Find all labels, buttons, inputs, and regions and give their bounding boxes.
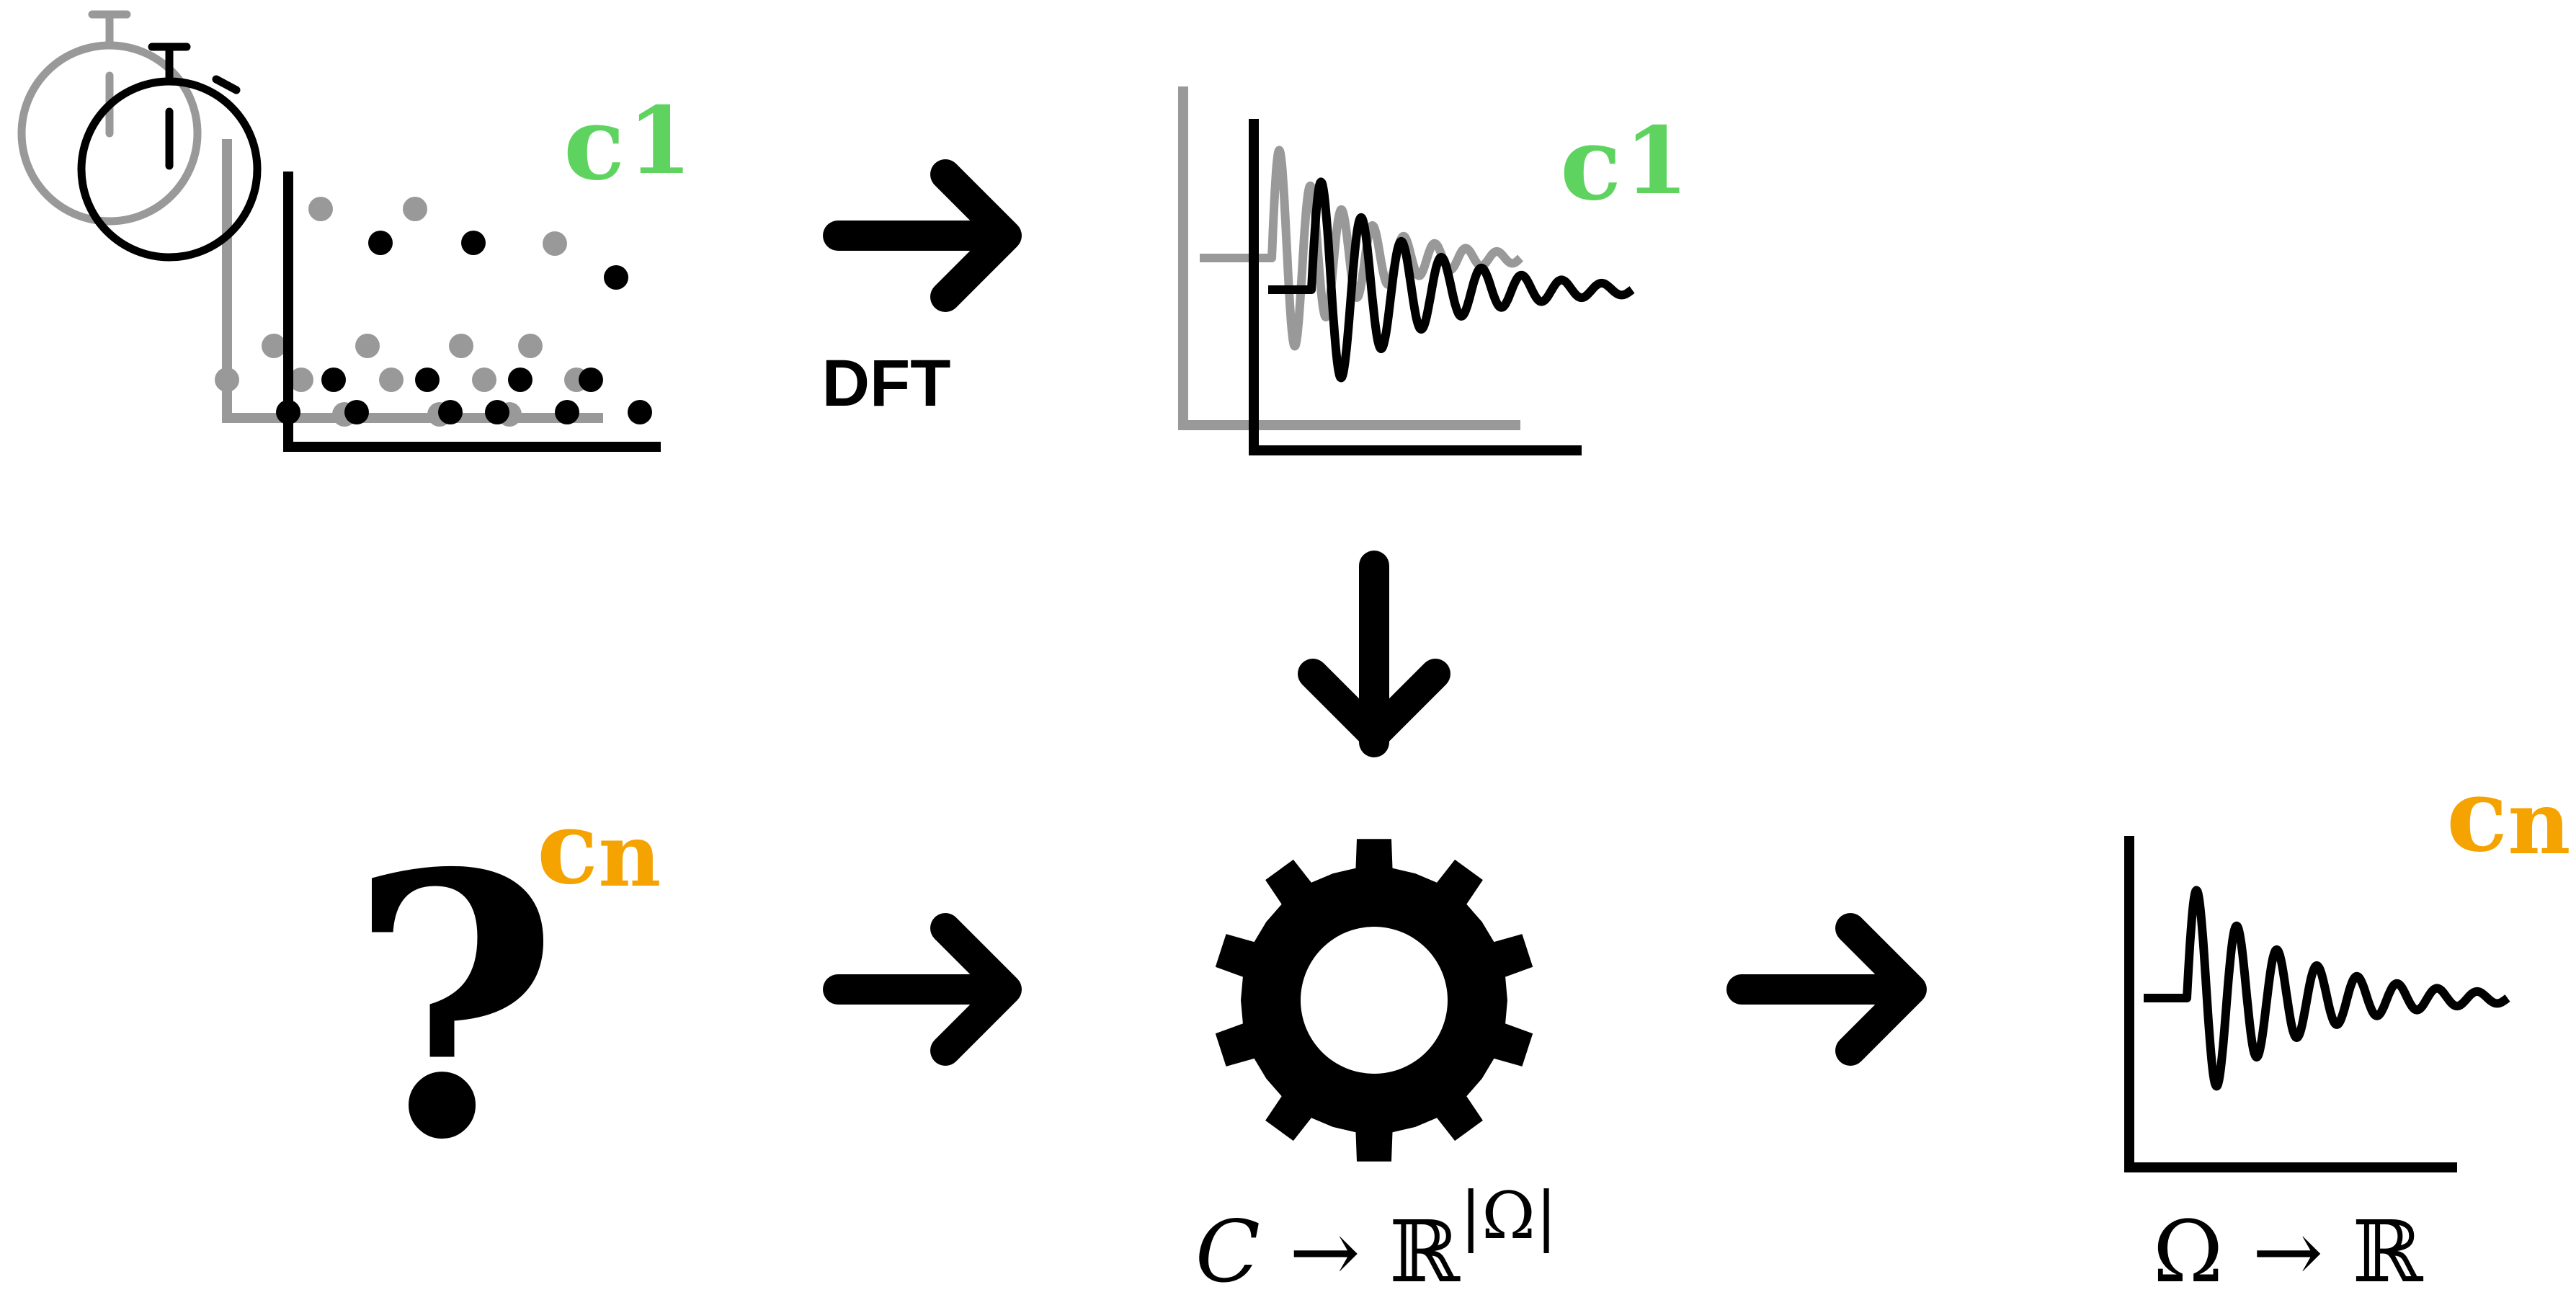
label-letter: c: [2446, 757, 2508, 875]
gear-icon: [1215, 839, 1533, 1162]
label-index: n: [2508, 773, 2570, 874]
label-index: 1: [1624, 107, 1688, 215]
formula-sup: |Ω|: [1460, 1178, 1557, 1254]
label-cn-bottom-left: cn: [537, 789, 661, 907]
formula-rhs: ℝ: [2352, 1202, 2423, 1300]
arrow-down-icon: [1298, 551, 1450, 757]
label-letter: c: [537, 789, 598, 907]
formula-arrow: →: [1289, 1202, 1360, 1300]
spectrum-axes-gray: [1178, 86, 1520, 430]
time-series-gray-points: [215, 197, 589, 427]
label-c1-top-left: c1: [563, 85, 692, 203]
spectrum-plot-output: cn Ω → ℝ: [2124, 757, 2571, 1300]
spectrum-plot-top: c1: [1178, 86, 1688, 455]
formula-omega-to-r: Ω → ℝ: [2153, 1202, 2424, 1300]
spectrum-curve-black: [1268, 177, 1636, 383]
formula-c-to-r-omega: C → ℝ|Ω|: [1195, 1178, 1558, 1300]
dft-label: DFT: [822, 347, 951, 420]
formula-lhs: Ω: [2153, 1202, 2224, 1300]
label-cn-bottom-right: cn: [2446, 757, 2571, 875]
formula-arrow: →: [2252, 1202, 2323, 1300]
label-letter: c: [1560, 105, 1621, 223]
label-index: 1: [628, 87, 692, 195]
spectrum-curve-output: [2144, 886, 2511, 1091]
formula-lhs: C: [1195, 1202, 1260, 1300]
label-index: n: [598, 805, 661, 907]
stopwatch-icon: [77, 43, 262, 262]
arrow-right-icon-top: [823, 159, 1022, 312]
spectrum-axes-black: [1249, 119, 1582, 455]
arrow-right-icon-bottom-left: [823, 913, 1022, 1066]
time-series-black: [283, 172, 661, 452]
question-mark-icon: ?: [349, 796, 560, 1219]
unknown-input: ? cn: [349, 789, 661, 1219]
time-series-plot: c1: [17, 10, 692, 452]
label-c1-top-right: c1: [1560, 105, 1688, 223]
spectrum-curve-gray: [1200, 146, 1525, 351]
arrow-right-icon-bottom-right: [1726, 913, 1927, 1066]
label-letter: c: [563, 85, 625, 203]
formula-rhs: ℝ: [1389, 1202, 1461, 1300]
time-series-gray: [222, 139, 603, 423]
spectrum-axes-output: [2124, 836, 2457, 1172]
time-series-black-points: [276, 231, 652, 424]
